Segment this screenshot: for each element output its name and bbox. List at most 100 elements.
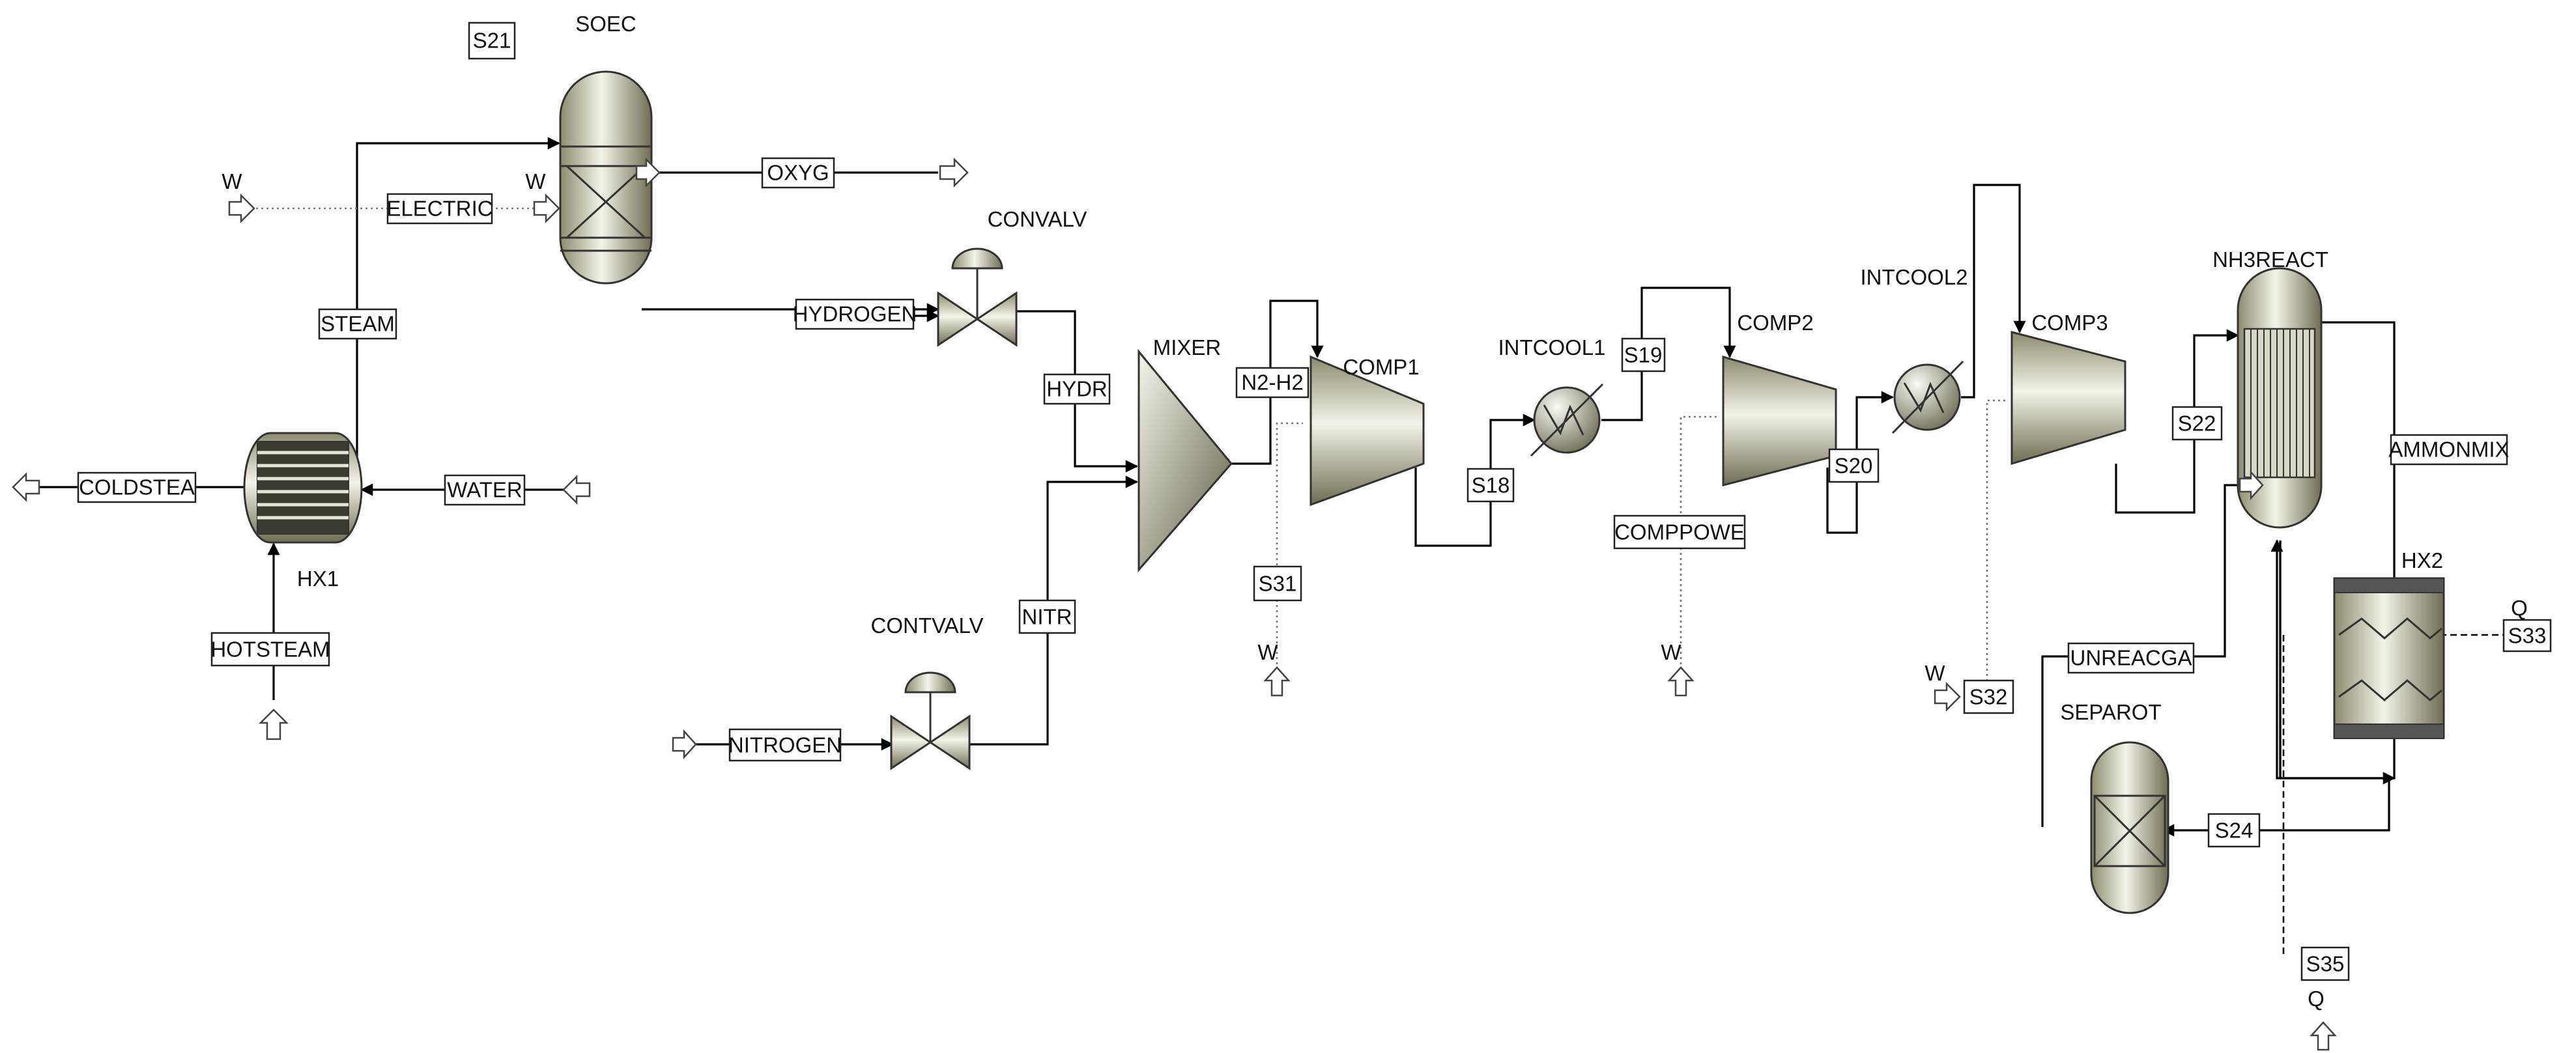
separot-unit[interactable]	[2090, 741, 2169, 914]
comp1-label: COMP1	[1343, 355, 1419, 379]
water-text: WATER	[447, 478, 522, 502]
nh3react-inlet-arrow	[2239, 470, 2264, 501]
hydr-tag[interactable]: HYDR	[1043, 373, 1111, 405]
electric-tag[interactable]: ELECTRIC	[386, 193, 493, 225]
electric-feed-arrow[interactable]	[228, 193, 255, 224]
nh3react-bottom-pipe	[2279, 541, 2396, 785]
comp2-unit[interactable]	[1722, 356, 1837, 486]
soec-unit[interactable]	[559, 70, 653, 285]
s24-pipe[interactable]	[2162, 778, 2390, 837]
mixer-label: MIXER	[1153, 335, 1222, 359]
hydr-text: HYDR	[1046, 377, 1108, 401]
s33-tag[interactable]: S33	[2502, 619, 2552, 653]
s18-pipe[interactable]	[1414, 414, 1536, 547]
s24-tag[interactable]: S24	[2207, 813, 2261, 848]
comppowe-tag[interactable]: COMPPOWE	[1613, 514, 1746, 550]
ammonmix-tag[interactable]: AMMONMIX	[2388, 434, 2510, 466]
w-comp2-label: W	[1661, 640, 1682, 664]
s33-text: S33	[2508, 624, 2547, 648]
w-electric-label: W	[222, 169, 242, 193]
nitrogen-text: NITROGEN	[728, 733, 842, 757]
q-s33-label: Q	[2511, 596, 2528, 620]
unreacga-text: UNREACGA	[2070, 646, 2192, 670]
oxyg-text: OXYG	[767, 161, 829, 185]
comp2-label: COMP2	[1737, 311, 1813, 335]
electric-text: ELECTRIC	[386, 197, 493, 221]
nitr-tag[interactable]: NITR	[1018, 599, 1076, 634]
s22-pipe[interactable]	[2115, 329, 2239, 514]
contvalv-unit[interactable]	[890, 671, 971, 770]
s35-tag[interactable]: S35	[2300, 946, 2350, 981]
hx1-unit[interactable]	[243, 432, 363, 544]
s18-tag[interactable]: S18	[1467, 468, 1515, 503]
coldstea-product-arrow[interactable]	[12, 471, 40, 503]
s24-text: S24	[2215, 819, 2254, 843]
w-comp3-label: W	[1925, 661, 1945, 685]
coldstea-text: COLDSTEA	[79, 475, 195, 499]
unreacga-tag[interactable]: UNREACGA	[2067, 642, 2195, 674]
s31-text: S31	[1259, 572, 1297, 596]
s31-tag[interactable]: S31	[1253, 565, 1302, 602]
intcool1-label: INTCOOL1	[1498, 335, 1605, 359]
s20-pipe[interactable]	[1826, 391, 1894, 534]
steam-pipe[interactable]	[356, 137, 560, 466]
nitrogen-feed-arrow[interactable]	[672, 729, 697, 760]
ammonmix-text: AMMONMIX	[2388, 438, 2509, 462]
comp1-unit[interactable]	[1309, 355, 1425, 507]
hotsteam-feed-arrow[interactable]	[258, 709, 289, 740]
water-tag[interactable]: WATER	[444, 474, 526, 506]
oxyg-tag[interactable]: OXYG	[761, 157, 835, 189]
hydrogen-tag[interactable]: HYDROGEN	[793, 298, 917, 330]
q-s35-label: Q	[2308, 987, 2325, 1011]
s32-feed-arrow[interactable]	[1934, 681, 1961, 712]
hotsteam-tag[interactable]: HOTSTEAM	[210, 632, 330, 667]
convalv-label: CONVALV	[988, 207, 1087, 231]
s22-tag[interactable]: S22	[2171, 406, 2223, 441]
comp3-unit[interactable]	[2011, 331, 2126, 466]
soec-label: SOEC	[575, 12, 637, 36]
intcool1-unit[interactable]	[1530, 383, 1604, 457]
w-soec-label: W	[525, 169, 546, 193]
comp3-label: COMP3	[2031, 311, 2108, 335]
comppowe-feed-arrow[interactable]	[1667, 666, 1695, 697]
intcool2-comp3-pipe[interactable]	[1961, 184, 2026, 399]
hydrogen-text: HYDROGEN	[793, 302, 917, 326]
mixer-unit[interactable]	[1138, 348, 1233, 573]
oxyg-product-arrow[interactable]	[939, 157, 969, 188]
s32-tag[interactable]: S32	[1963, 679, 2014, 714]
s19-pipe[interactable]	[1601, 287, 1736, 421]
s31-feed-arrow[interactable]	[1263, 666, 1291, 697]
hotsteam-text: HOTSTEAM	[210, 638, 330, 662]
nh3react-unit[interactable]	[2237, 267, 2323, 529]
coldstea-tag[interactable]: COLDSTEA	[77, 471, 197, 503]
hx2-label: HX2	[2401, 548, 2443, 572]
s20-tag[interactable]: S20	[1828, 448, 1880, 483]
s35-feed-arrow[interactable]	[2310, 1021, 2337, 1051]
intcool2-unit[interactable]	[1891, 360, 1964, 434]
s19-tag[interactable]: S19	[1621, 337, 1666, 372]
unreacga-pipe[interactable]	[2041, 479, 2262, 827]
n2h2-tag[interactable]: N2-H2	[1235, 367, 1309, 399]
n2h2-text: N2-H2	[1241, 371, 1303, 395]
nitrogen-tag[interactable]: NITROGEN	[728, 728, 842, 762]
s32-text: S32	[1969, 685, 2008, 709]
s32-stream[interactable]	[1986, 399, 2007, 697]
s19-text: S19	[1624, 343, 1663, 367]
steam-text: STEAM	[321, 312, 395, 336]
contvalv-label: CONTVALV	[871, 613, 984, 638]
s31-stream[interactable]	[1276, 422, 1303, 664]
intcool2-label: INTCOOL2	[1860, 265, 1968, 289]
n2h2-pipe[interactable]	[1231, 300, 1324, 465]
s18-text: S18	[1472, 473, 1510, 498]
water-feed-arrow[interactable]	[562, 474, 591, 505]
s22-text: S22	[2178, 412, 2216, 436]
electric-soec-arrow	[533, 193, 560, 224]
s21-text: S21	[473, 29, 511, 53]
s21-block[interactable]: S21	[468, 21, 516, 60]
comppowe-text: COMPPOWE	[1614, 520, 1745, 544]
convalv-unit[interactable]	[937, 247, 1018, 347]
separot-label: SEPAROT	[2060, 700, 2161, 724]
hx2-unit[interactable]	[2333, 577, 2445, 739]
steam-tag[interactable]: STEAM	[318, 308, 397, 340]
